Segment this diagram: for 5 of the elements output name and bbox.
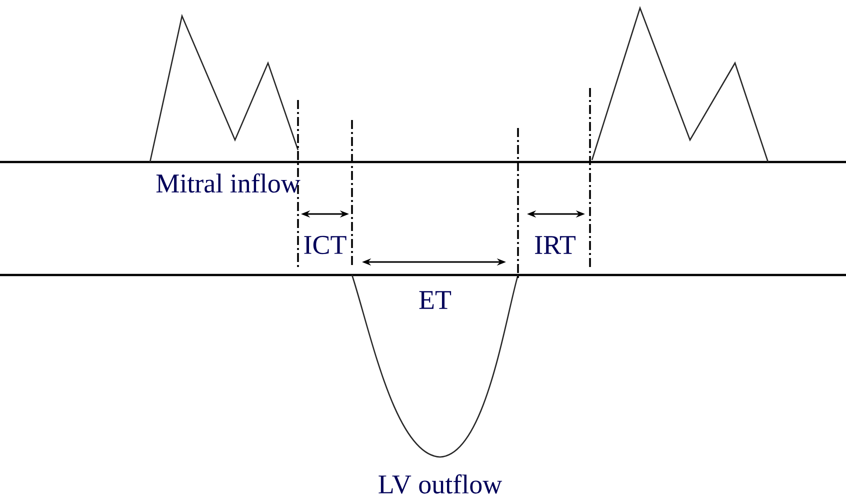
flow-label: Mitral inflow [156,173,300,193]
interval-label: IRT [535,236,576,254]
interval-label: ICT [304,236,346,254]
flow-label: LV outflow [378,474,502,494]
interval-label: ET [419,291,452,309]
